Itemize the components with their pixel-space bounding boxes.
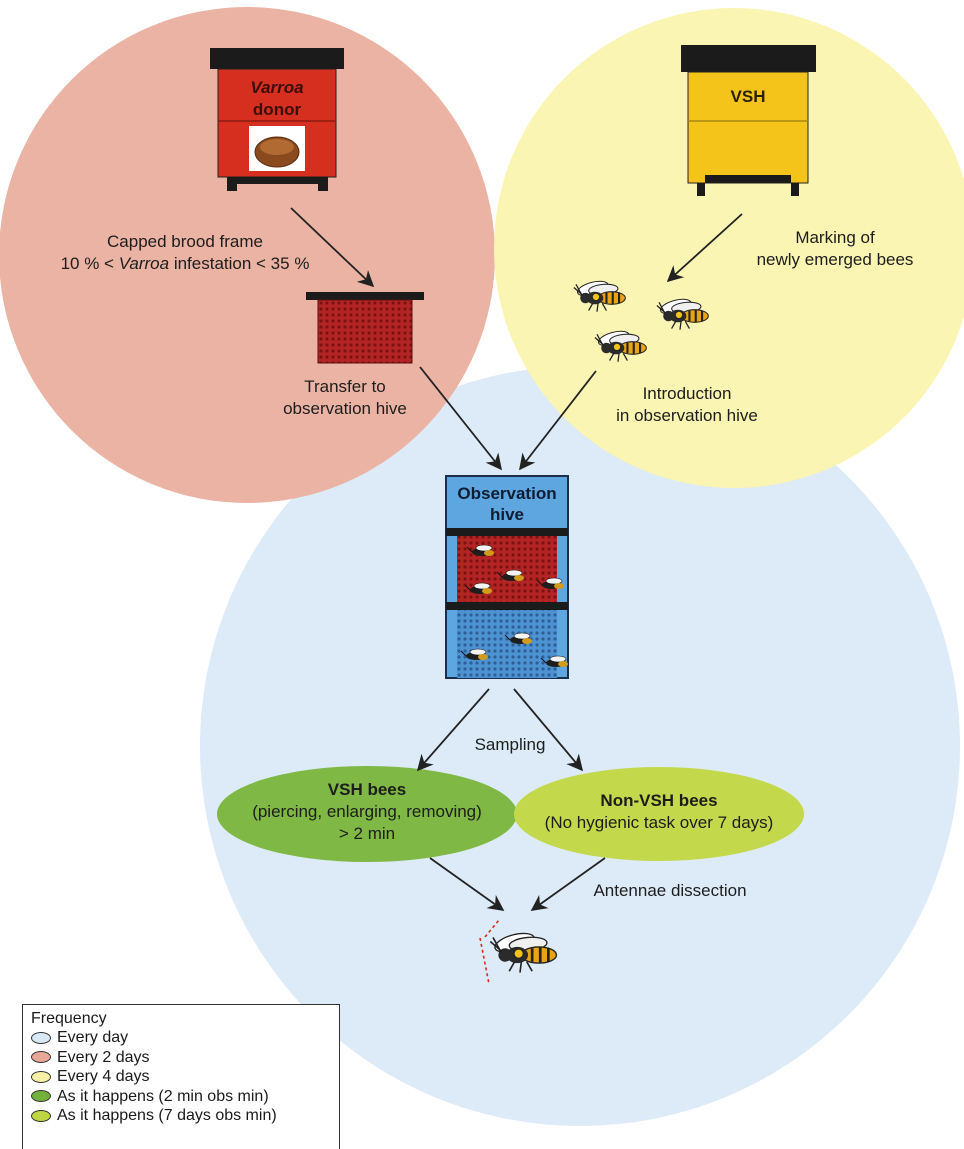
frequency-legend: Frequency Every day Every 2 days Every 4… <box>22 1004 340 1149</box>
legend-swatch <box>31 1109 51 1122</box>
legend-item-2-min: As it happens (2 min obs min) <box>31 1087 331 1107</box>
marking-label-line2: newly emerged bees <box>756 250 914 269</box>
vsh-bees-ellipse <box>217 766 517 862</box>
legend-label: Every 4 days <box>57 1068 150 1085</box>
legend-label: As it happens (2 min obs min) <box>57 1087 269 1105</box>
transfer-label-line1: Transfer to <box>304 377 386 396</box>
marking-label-line1: Marking of <box>795 228 875 247</box>
dissected-bee <box>479 919 556 985</box>
cut-line <box>484 919 500 938</box>
introduction-label-line2: in observation hive <box>616 406 758 425</box>
non-vsh-bees-ellipse <box>514 767 804 861</box>
sampling-label: Sampling <box>474 735 546 754</box>
every-4-days-circle <box>494 8 964 488</box>
legend-label: Every day <box>57 1029 129 1046</box>
introduction-label-line1: Introduction <box>642 384 732 403</box>
flow-arrows <box>290 207 743 911</box>
vsh-hive <box>681 45 816 196</box>
every-day-circle <box>200 366 960 1126</box>
observation-hive <box>445 475 569 679</box>
transfer-label-line2: observation hive <box>283 399 407 418</box>
arrow <box>416 688 490 772</box>
capped-frame-label: Capped brood frame <box>107 232 263 251</box>
arrow <box>513 688 584 772</box>
legend-swatch <box>31 1031 51 1044</box>
vsh-bees-title: VSH bees <box>327 780 407 799</box>
observation-hive-label-line1: Observation <box>457 484 557 503</box>
donor-hive-label: donor <box>252 100 302 119</box>
legend-swatch <box>31 1090 51 1103</box>
varroa-donor-hive <box>210 48 344 191</box>
legend-title: Frequency <box>31 1010 107 1027</box>
arrow <box>666 213 743 283</box>
non-vsh-bees-criteria: (No hygienic task over 7 days) <box>544 813 774 832</box>
every-2-days-circle <box>0 7 495 503</box>
vsh-bees-tasks: (piercing, enlarging, removing) <box>252 802 482 821</box>
capped-brood-frame <box>306 292 424 364</box>
observation-hive-label-line2: hive <box>489 505 525 524</box>
legend-item-7-days: As it happens (7 days obs min) <box>31 1106 331 1126</box>
vsh-bees-duration: > 2 min <box>338 824 396 843</box>
legend-swatch <box>31 1070 51 1083</box>
legend-item-every-day: Every day <box>31 1028 331 1048</box>
arrow <box>429 857 505 911</box>
donor-hive-label-italic: Varroa <box>250 78 304 97</box>
non-vsh-bees-title: Non-VSH bees <box>600 791 718 810</box>
arrow <box>519 370 597 471</box>
cut-line <box>479 937 490 985</box>
arrow <box>530 857 606 911</box>
legend-item-every-2-days: Every 2 days <box>31 1048 331 1068</box>
vsh-hive-label: VSH <box>730 87 766 106</box>
legend-label: As it happens (7 days obs min) <box>57 1107 277 1124</box>
arrow <box>290 207 375 288</box>
legend-label: Every 2 days <box>57 1048 150 1066</box>
legend-swatch <box>31 1051 51 1064</box>
infestation-label: 10 % < Varroa infestation < 35 % <box>60 254 310 273</box>
arrow <box>419 366 503 471</box>
legend-item-every-4-days: Every 4 days <box>31 1067 331 1087</box>
antennae-dissection-label: Antennae dissection <box>593 881 747 900</box>
